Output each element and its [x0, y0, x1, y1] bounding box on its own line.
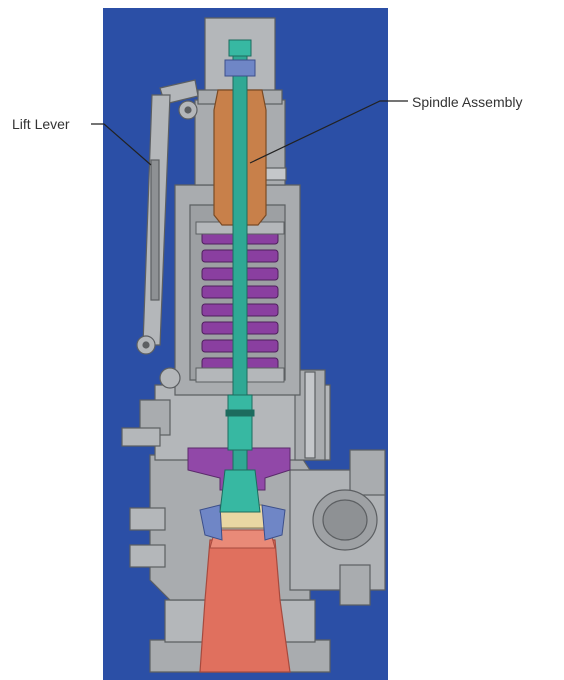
spindle-assembly-callout-line: [249, 100, 408, 164]
spindle: [219, 39, 261, 513]
callout-lines: [91, 100, 408, 166]
lift-lever: [136, 79, 199, 355]
spindle-assembly-label: Spindle Assembly: [412, 94, 523, 110]
cap-top-nut: [224, 59, 256, 77]
lift-lever-label: Lift Lever: [12, 116, 70, 132]
adjusting-ring: [199, 504, 286, 541]
inlet-nozzle: [199, 539, 291, 673]
lift-lever-callout-line: [91, 123, 152, 166]
nozzle-top: [209, 529, 276, 549]
